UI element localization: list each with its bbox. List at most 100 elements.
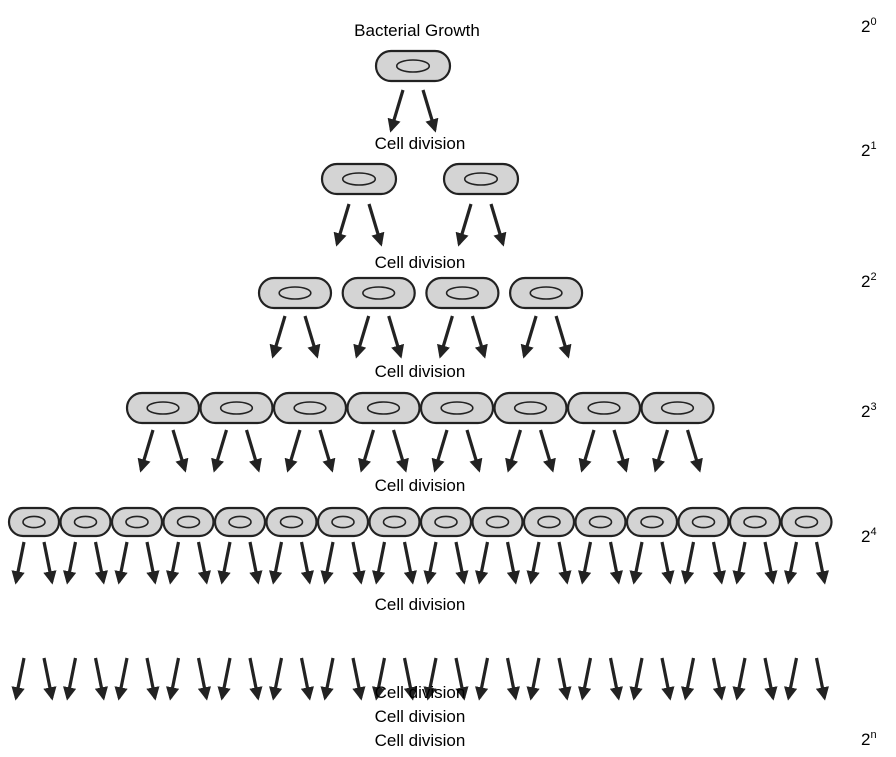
division-arrow-left bbox=[520, 315, 538, 359]
division-arrow-left bbox=[166, 541, 181, 585]
division-arrow-right bbox=[42, 657, 57, 701]
division-arrow-left bbox=[269, 657, 284, 701]
division-arrow-right bbox=[248, 541, 263, 585]
cell-nucleoid bbox=[440, 401, 474, 415]
cell-nucleoid bbox=[362, 286, 396, 300]
division-arrow-left bbox=[63, 541, 78, 585]
cell-nucleoid bbox=[513, 401, 548, 415]
division-arrow-right bbox=[814, 657, 829, 701]
division-arrow-right bbox=[608, 657, 623, 701]
division-arrow-right bbox=[351, 657, 366, 701]
division-arrow-left bbox=[353, 315, 371, 359]
bacterium-cell bbox=[493, 391, 568, 425]
division-arrow-right bbox=[711, 657, 726, 701]
cell-nucleoid bbox=[660, 401, 695, 415]
cell-nucleoid bbox=[588, 515, 613, 529]
division-arrow-right bbox=[196, 541, 211, 585]
division-arrow-left bbox=[629, 541, 644, 585]
division-arrow-right bbox=[465, 429, 483, 473]
division-arrow-left bbox=[732, 657, 747, 701]
division-arrow-right bbox=[387, 315, 405, 359]
division-arrow-right bbox=[763, 541, 778, 585]
division-arrow-left bbox=[284, 429, 302, 473]
division-label-4: Cell division bbox=[375, 476, 466, 495]
power-label-0: 20 bbox=[861, 16, 877, 36]
bacterium-cell bbox=[509, 276, 584, 310]
division-arrow-right bbox=[557, 541, 572, 585]
cell-nucleoid bbox=[382, 515, 407, 529]
bacterium-cell bbox=[346, 391, 421, 425]
division-arrow-left bbox=[217, 657, 232, 701]
division-arrow-left bbox=[11, 657, 26, 701]
bacterium-cell bbox=[7, 506, 61, 538]
power-label-1: 21 bbox=[861, 140, 877, 160]
cell-nucleoid bbox=[640, 515, 664, 529]
cell-nucleoid bbox=[434, 515, 458, 529]
division-arrow-right bbox=[612, 429, 630, 473]
bacterium-cell bbox=[574, 506, 627, 538]
division-arrow-right bbox=[421, 89, 439, 133]
cell-nucleoid bbox=[279, 515, 304, 529]
division-arrow-left bbox=[211, 429, 229, 473]
division-arrow-right bbox=[554, 315, 572, 359]
cell-nucleoid bbox=[537, 515, 561, 529]
bacterium-cell bbox=[162, 506, 215, 538]
division-arrow-left bbox=[269, 541, 284, 585]
bacterium-cell bbox=[341, 276, 416, 310]
bacterium-cell bbox=[425, 276, 500, 310]
cell-nucleoid bbox=[125, 515, 149, 529]
division-arrow-left bbox=[358, 429, 376, 473]
division-label-5: Cell division bbox=[375, 595, 466, 614]
power-label-n: 2n bbox=[861, 729, 877, 749]
bacterium-cell bbox=[213, 506, 267, 538]
cell-nucleoid bbox=[743, 515, 767, 529]
cell-nucleoid bbox=[445, 286, 480, 300]
division-arrow-left bbox=[63, 657, 78, 701]
division-arrow-left bbox=[372, 657, 387, 701]
bacterium-cell bbox=[471, 506, 524, 538]
cell-nucleoid bbox=[485, 515, 510, 529]
cell-nucleoid bbox=[463, 172, 499, 186]
cell-nucleoid bbox=[529, 286, 563, 300]
division-arrow-left bbox=[475, 541, 490, 585]
division-arrow-right bbox=[505, 657, 520, 701]
cell-nucleoid bbox=[341, 172, 377, 186]
cell-nucleoid bbox=[176, 515, 201, 529]
division-arrow-right bbox=[608, 541, 623, 585]
division-arrow-right bbox=[303, 315, 321, 359]
power-label-4: 24 bbox=[861, 526, 877, 546]
division-arrow-left bbox=[437, 315, 454, 359]
bacterium-cell bbox=[625, 506, 679, 538]
division-arrow-left bbox=[269, 315, 287, 359]
division-arrow-left bbox=[526, 657, 541, 701]
bacterium-cell bbox=[110, 506, 164, 538]
division-arrow-left bbox=[652, 429, 670, 473]
division-arrow-right bbox=[145, 657, 160, 701]
cell-nucleoid bbox=[794, 515, 819, 529]
bacterium-cell bbox=[368, 506, 421, 538]
cell-nucleoid bbox=[278, 286, 312, 300]
division-arrow-right bbox=[763, 657, 778, 701]
division-arrow-left bbox=[578, 541, 593, 585]
division-arrow-right bbox=[505, 541, 520, 585]
division-arrow-left bbox=[320, 657, 335, 701]
division-arrow-left bbox=[681, 541, 696, 585]
division-label-1: Cell division bbox=[375, 134, 466, 153]
power-label-3: 23 bbox=[861, 401, 877, 421]
bacterium-cell bbox=[780, 506, 833, 538]
bacterium-cell bbox=[522, 506, 576, 538]
division-arrow-right bbox=[318, 429, 336, 473]
bacterium-cell bbox=[59, 506, 112, 538]
division-arrow-left bbox=[217, 541, 232, 585]
division-arrow-right bbox=[244, 429, 262, 473]
cell-nucleoid bbox=[228, 515, 252, 529]
division-arrow-right bbox=[660, 657, 675, 701]
division-arrow-left bbox=[784, 541, 799, 585]
division-arrow-right bbox=[402, 657, 417, 701]
division-arrow-right bbox=[351, 541, 366, 585]
bacterium-cell bbox=[316, 506, 370, 538]
division-arrow-left bbox=[166, 657, 181, 701]
cell-nucleoid bbox=[73, 515, 98, 529]
division-arrow-right bbox=[470, 315, 488, 359]
